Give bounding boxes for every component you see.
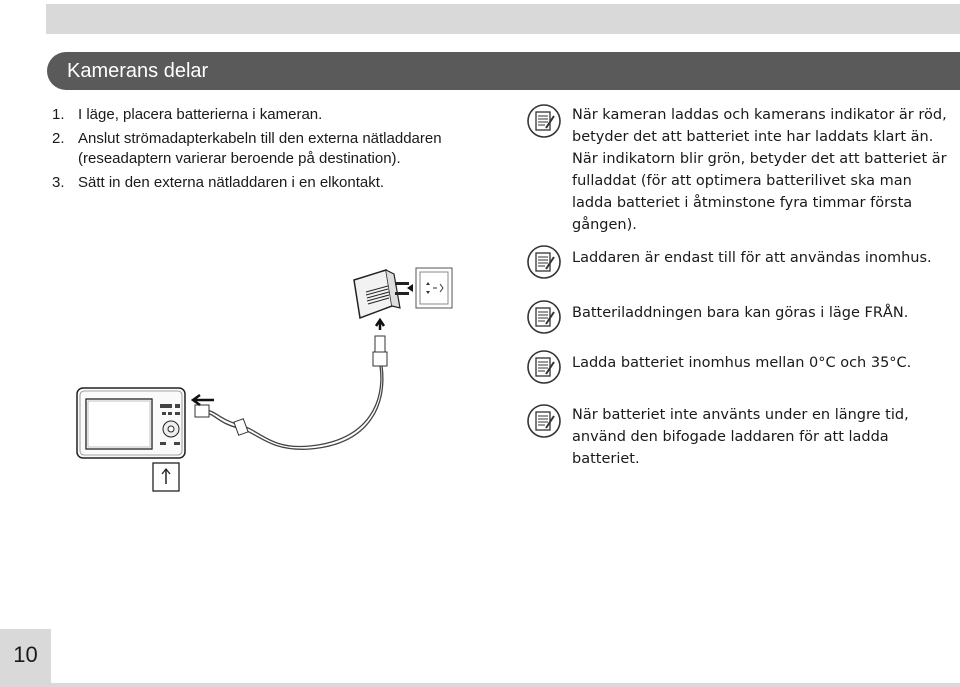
note-pad-icon <box>527 245 561 279</box>
note-text: När kameran laddas och kamerans indikato… <box>572 107 947 233</box>
note-text: Batteriladdningen bara kan göras i läge … <box>572 305 909 321</box>
camera-icon <box>76 387 186 459</box>
cable <box>204 365 382 448</box>
note-block: När batteriet inte använts under en läng… <box>527 404 952 470</box>
note-pad-icon <box>527 300 561 334</box>
note-pad-icon <box>527 350 561 384</box>
arrow-up-icon <box>374 317 386 330</box>
note-text: Laddaren är endast till för att användas… <box>572 250 932 266</box>
note-text: När batteriet inte använts under en läng… <box>572 407 909 467</box>
step-number: 3. <box>52 174 65 191</box>
section-header: Kamerans delar <box>47 52 960 90</box>
arrow-left-icon <box>190 393 214 407</box>
step-number: 2. <box>52 130 65 147</box>
step-item: 3. Sätt in den externa nätladdaren i en … <box>52 173 472 193</box>
note-block: När kameran laddas och kamerans indikato… <box>527 104 952 236</box>
wall-outlet-icon <box>415 267 453 309</box>
step-item: 1. I läge, placera batterierna i kameran… <box>52 105 472 125</box>
note-pad-icon <box>527 104 561 138</box>
step-text: Anslut strömadapterkabeln till den exter… <box>78 130 442 167</box>
step-text: I läge, placera batterierna i kameran. <box>78 106 323 123</box>
power-adapter-icon <box>353 269 413 320</box>
step-item: 2. Anslut strömadapterkabeln till den ex… <box>52 129 472 169</box>
top-bar <box>46 4 960 34</box>
step-number: 1. <box>52 106 65 123</box>
battery-icon <box>152 462 180 492</box>
step-list: 1. I läge, placera batterierna i kameran… <box>52 105 472 197</box>
note-block: Ladda batteriet inomhus mellan 0°C och 3… <box>527 350 952 384</box>
note-block: Laddaren är endast till för att användas… <box>527 245 952 279</box>
usb-plug-icon <box>372 335 388 367</box>
page-number: 10 <box>0 629 51 687</box>
note-text: Ladda batteriet inomhus mellan 0°C och 3… <box>572 355 912 371</box>
note-block: Batteriladdningen bara kan göras i läge … <box>527 300 952 334</box>
bottom-bar <box>51 683 960 687</box>
note-pad-icon <box>527 404 561 438</box>
step-text: Sätt in den externa nätladdaren i en elk… <box>78 174 385 191</box>
